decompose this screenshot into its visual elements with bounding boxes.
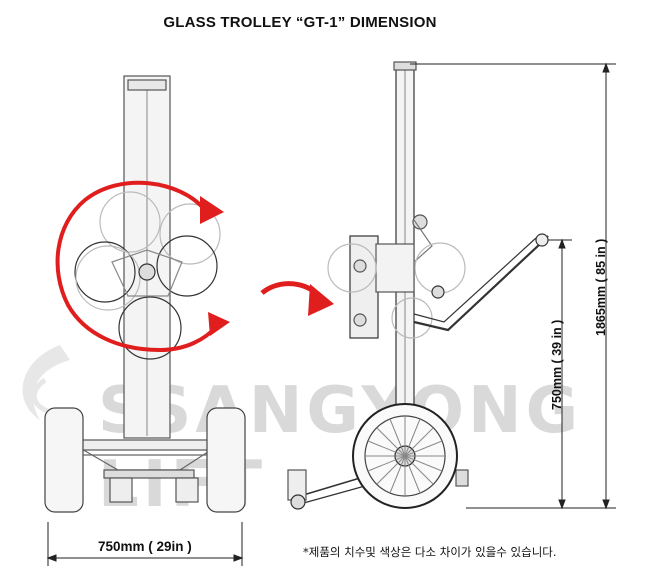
width-dimension-label: 750mm ( 29in ) [98, 539, 192, 554]
disclaimer-note: *제품의 치수및 색상은 다소 차이가 있을수 있습니다. [303, 545, 557, 559]
side-suction-cup [327, 243, 377, 293]
front-wheel-right [206, 407, 246, 513]
front-caster [109, 477, 133, 503]
front-suction-cup [156, 235, 218, 297]
handle-height-dimension-label: 750mm ( 39 in ) [550, 319, 564, 410]
side-suction-cup [391, 297, 433, 339]
front-view [44, 75, 246, 513]
front-caster [175, 477, 199, 503]
front-suction-cup [74, 241, 136, 303]
front-wheel-left [44, 407, 84, 513]
watermark-logo [22, 345, 70, 420]
side-pointer-arrow [260, 281, 334, 316]
dimension-lines [46, 62, 616, 566]
rotation-arrowhead-top [200, 196, 224, 224]
front-suction-cup [99, 191, 161, 253]
front-suction-cup [159, 203, 221, 265]
rotation-arrow [55, 180, 220, 353]
side-suction-cup [414, 242, 466, 294]
front-suction-cup [118, 296, 182, 360]
total-height-dimension-label: 1865mm ( 85 in ) [594, 238, 608, 336]
page-title: GLASS TROLLEY “GT-1” DIMENSION [163, 14, 437, 31]
side-view [287, 61, 549, 510]
handle-grip [535, 233, 549, 247]
rotation-arrowhead-bottom [208, 312, 230, 336]
